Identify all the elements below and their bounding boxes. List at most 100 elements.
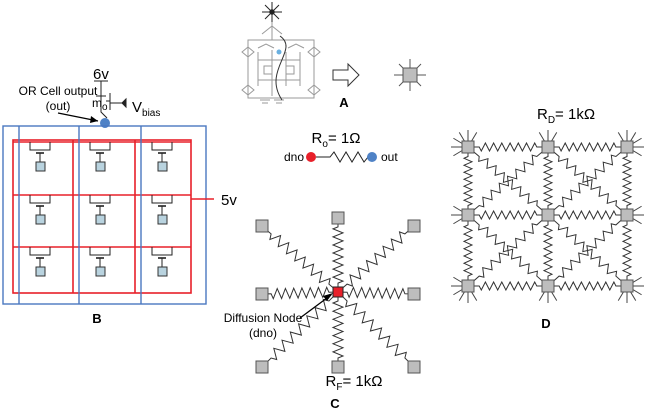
mesh-resistor (548, 280, 627, 292)
transistor-cell (29, 142, 51, 172)
ro-left-terminal-label: dno (284, 150, 304, 164)
grid-red-wires (12, 139, 214, 294)
diffusion-resistor (331, 218, 345, 292)
panel-a-label: A (339, 95, 349, 110)
diffusion-node-label: Diffusion Node (224, 311, 303, 325)
transistor-cell (89, 195, 111, 225)
supply-5v-label: 5v (221, 192, 237, 209)
mesh-node (541, 279, 555, 293)
rd-sub: D (548, 115, 555, 126)
rf-sub: F (336, 382, 342, 393)
diffusion-node (332, 286, 344, 298)
mesh-resistor (548, 209, 627, 221)
vbias-sub: bias (142, 108, 160, 119)
mesh-resistor (548, 141, 627, 153)
cell-drain-wire (89, 142, 111, 151)
mesh-node (541, 140, 555, 154)
or-cell-output-label: OR Cell output (19, 84, 98, 98)
panel-b-label: B (92, 311, 101, 326)
rf-label: RF= 1kΩ (326, 373, 383, 393)
cell-capacitor (95, 214, 106, 225)
panel-a-node-icon (394, 59, 426, 91)
mesh-node (541, 208, 555, 222)
diffusion-resistor (261, 291, 339, 368)
ro-sub: o (322, 139, 328, 150)
panel-b: 6v OR Cell output (out) mo Vbias (2, 66, 237, 326)
ro-right-terminal-label: out (381, 150, 398, 164)
cell-drain-wire (151, 195, 173, 204)
transistor-cell (89, 247, 111, 277)
output-transistor (94, 80, 127, 119)
cell-drain-wire (151, 247, 173, 256)
mesh-resistor (467, 214, 549, 287)
resistor-ro: Ro= 1Ω dno out (284, 130, 398, 164)
mesh-resistor (542, 215, 554, 286)
cell-capacitor (95, 266, 106, 277)
rf-value: = 1kΩ (342, 373, 382, 390)
mesh-node (461, 208, 475, 222)
panel-c-label: C (330, 396, 340, 411)
transistor-cell (151, 247, 173, 277)
diffusion-resistor (337, 225, 415, 293)
rd-label: RD= 1kΩ (537, 106, 595, 126)
mesh-resistor (621, 215, 633, 286)
cell-drain-wire (29, 142, 51, 151)
panel-a-crossing-wire (275, 35, 287, 101)
mesh-resistor (547, 146, 628, 216)
ro-dno-node (306, 152, 316, 162)
mesh-resistor (468, 141, 548, 153)
diffusion-resistor (337, 286, 415, 300)
mesh-node (461, 279, 475, 293)
peripheral-node (255, 287, 269, 301)
mesh-node (620, 279, 634, 293)
ro-out-node (367, 152, 377, 162)
vbias-main: V (132, 99, 142, 116)
panel-d: RD= 1kΩ D (451, 106, 644, 331)
panel-d-label: D (541, 316, 550, 331)
rf-main: R (326, 373, 337, 390)
peripheral-node (331, 211, 345, 225)
diffusion-resistor (337, 291, 415, 368)
peripheral-node (407, 219, 421, 233)
diffusion-resistor (261, 225, 339, 293)
ro-value: = 1Ω (328, 130, 360, 147)
diffusion-node-arrowhead (323, 293, 333, 301)
panel-c: Diffusion Node (dno) RF= 1kΩ C (224, 211, 421, 411)
mo-main: m (92, 96, 102, 110)
cell-drain-wire (29, 247, 51, 256)
cell-capacitor (157, 161, 168, 172)
mesh-resistor (468, 209, 548, 221)
cell-capacitor (157, 214, 168, 225)
cell-capacitor (35, 214, 46, 225)
mesh-node (620, 140, 634, 154)
grid-outer-blue-frame (2, 125, 207, 305)
dno-label: (dno) (249, 326, 277, 340)
panel-a-node-dot (276, 49, 282, 55)
mesh-resistor (621, 147, 633, 215)
cell-drain-wire (29, 195, 51, 204)
cell-drain-wire (89, 195, 111, 204)
transistor-cell (89, 142, 111, 172)
cell-capacitor (35, 161, 46, 172)
diffusion-resistor (261, 286, 339, 300)
diffusion-resistor (331, 292, 345, 367)
cell-capacitor (95, 161, 106, 172)
cell-capacitor (35, 266, 46, 277)
diffusion-star-network (255, 211, 421, 374)
out-label: (out) (46, 99, 71, 113)
mesh-resistor (467, 146, 549, 216)
ro-zigzag (316, 151, 370, 163)
mesh-resistor (542, 147, 554, 215)
transistor-cell (29, 195, 51, 225)
mesh-resistor (468, 280, 548, 292)
panel-a: A (241, 2, 426, 110)
rd-main: R (537, 106, 548, 123)
mesh-resistor (547, 214, 628, 287)
or-cell-arrowhead (90, 116, 98, 123)
transistor-cell (151, 195, 173, 225)
rd-value: = 1kΩ (555, 106, 595, 123)
mo-label: mo (92, 96, 108, 113)
transistor-cell (151, 142, 173, 172)
ro-main: R (312, 130, 323, 147)
